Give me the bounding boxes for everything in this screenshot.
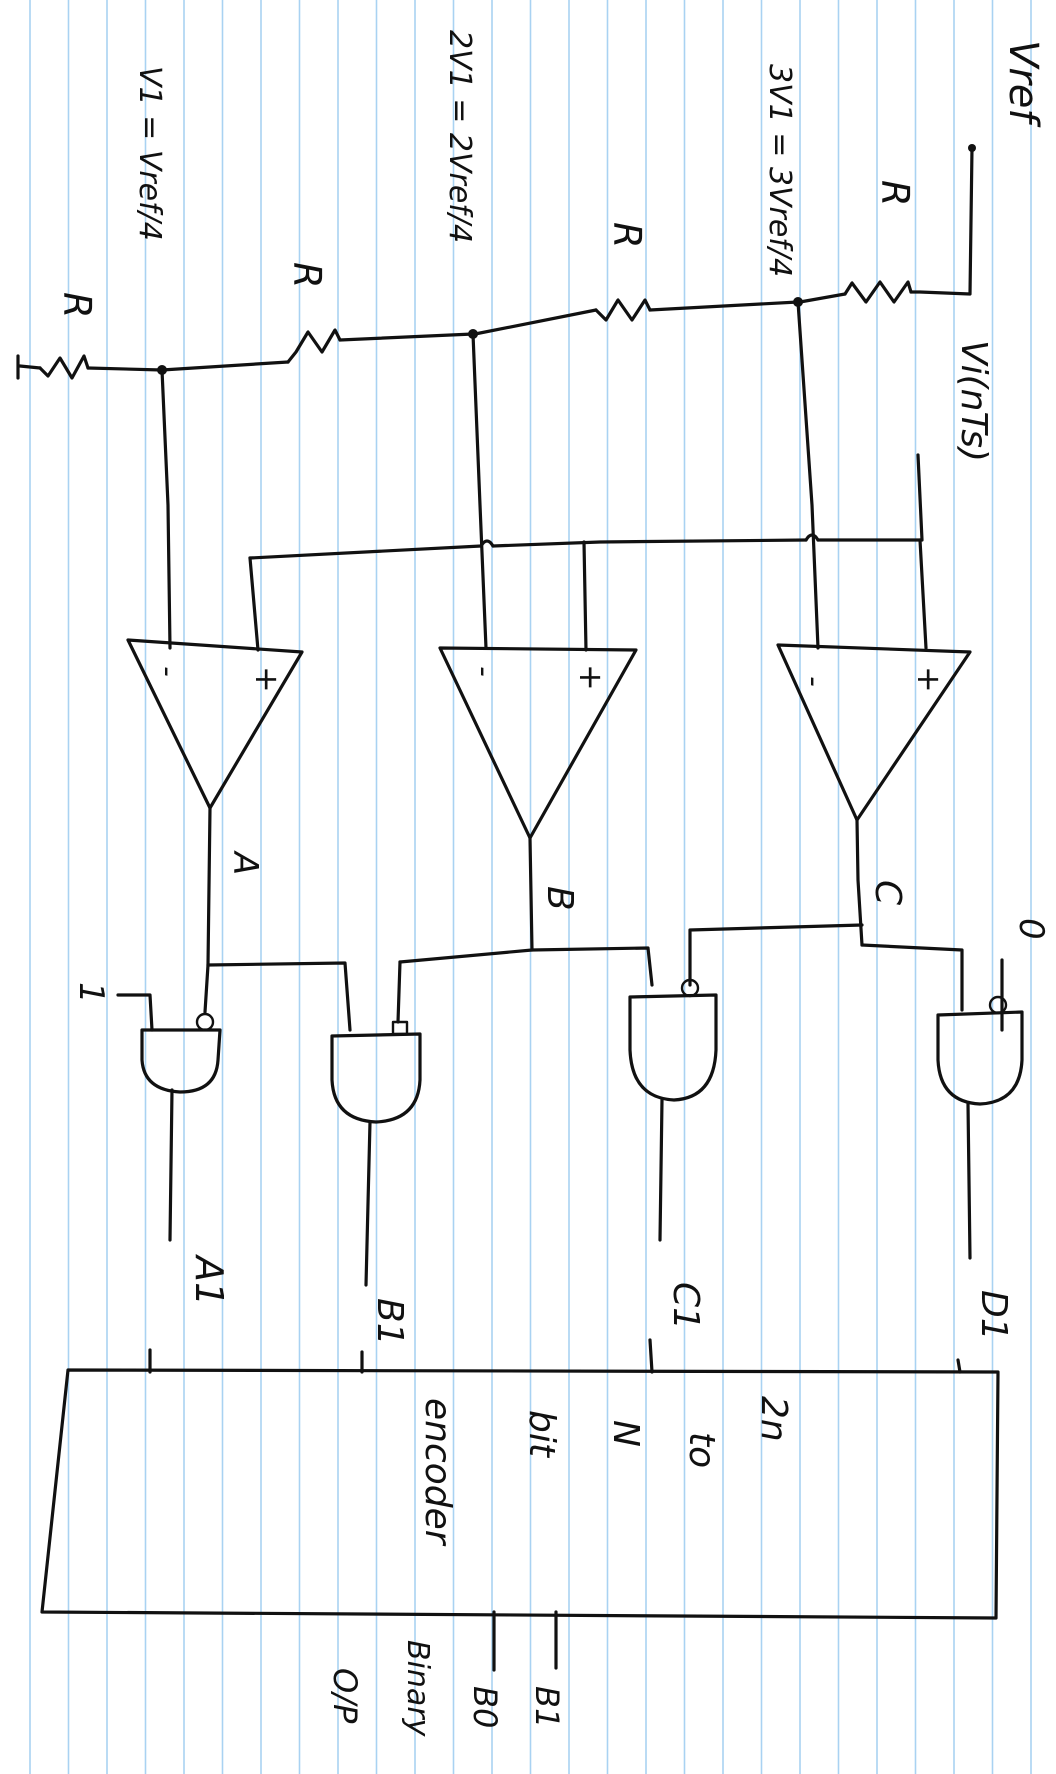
r-2-label: R (605, 222, 649, 248)
tap-wire-a (160, 368, 172, 650)
encoder-text-4: bit (521, 1410, 562, 1459)
gate-wiring (116, 923, 1004, 1032)
gate-out-a-label: A1 (187, 1253, 231, 1306)
ground-terminal (16, 354, 42, 380)
comparator-c-out-label: C (867, 880, 908, 906)
tap-wire-b (471, 332, 488, 650)
resistor-r-3 (286, 328, 342, 364)
const-zero-label: 0 (1011, 918, 1051, 940)
wire-b-to-gates (398, 946, 654, 987)
comparator-b-body (438, 646, 638, 840)
wire-c-to-gate3 (688, 923, 864, 987)
and-gate-4-inverter-bubble (988, 995, 1008, 1015)
and-gate-1-body (140, 1028, 222, 1094)
encoder-text-3: N (605, 1420, 646, 1447)
resistor-ladder (16, 144, 976, 380)
comparator-a-out-label: A (225, 850, 265, 875)
vref-label: Vref (1000, 40, 1046, 128)
and-gate-3-inverter-bubble (680, 978, 700, 998)
reference-taps (160, 300, 820, 650)
level-2-label: 2V1 = 2Vref/4 (442, 30, 477, 243)
and-gate-2-inverter-bubble (391, 1020, 409, 1036)
ladder-wire-2 (648, 300, 800, 312)
ladder-wire-3 (473, 308, 598, 336)
bus-crossover-b (479, 539, 495, 548)
plus-wire-a (248, 556, 260, 652)
comparator-c-output (855, 818, 864, 947)
output-label: O/P (326, 1668, 364, 1724)
encoder-input-stubs (148, 1338, 962, 1374)
and-gate-1-output (168, 1088, 174, 1242)
gate-out-c-label: C1 (665, 1282, 706, 1330)
tap-wire-c (796, 300, 820, 650)
labels: Vref Vi(nTs) R R R R 3V1 = 3Vref/4 2V1 =… (55, 30, 1051, 1738)
comparator-b-output (528, 836, 534, 952)
wire-one-to-gate1 (116, 993, 154, 1032)
comparator-c (776, 643, 972, 947)
comparator-b (438, 646, 638, 952)
comparator-c-minus: - (796, 676, 831, 687)
ladder-wire-6 (86, 366, 164, 372)
resistor-r-2 (594, 298, 652, 322)
comparator-a-output (206, 806, 212, 967)
and-gate-3-output (658, 1098, 664, 1242)
and-gate-4-body (936, 1010, 1024, 1106)
resistor-r-bottom (38, 354, 90, 380)
encoder-text-2: to (681, 1432, 722, 1468)
and-gate-2-output (364, 1120, 372, 1287)
and-gate-2 (330, 1020, 422, 1287)
wire-c-to-gate4 (860, 943, 964, 1012)
comparator-a-body (126, 638, 304, 810)
encoder-output-wires (492, 1610, 558, 1672)
binary-label: Binary (400, 1640, 435, 1738)
r-bottom-label: R (55, 292, 99, 318)
ladder-wire-5 (160, 360, 290, 372)
wire-b-to-gate2 (396, 960, 402, 1024)
wire-a-to-gate1 (203, 963, 210, 1014)
const-one-label: 1 (71, 982, 111, 1004)
encoder-text-5: encoder (417, 1398, 458, 1547)
input-bus (248, 453, 928, 652)
bit-b1-label: B1 (528, 1686, 566, 1728)
resistor-r-top (843, 280, 913, 304)
encoder-outline (40, 1368, 1000, 1620)
vref-terminal (968, 144, 976, 152)
vin-bus-wire (248, 453, 924, 560)
and-gate-4-output (966, 1102, 972, 1260)
wire-a-to-gate2 (206, 961, 352, 1032)
plus-wire-b (582, 540, 588, 652)
plus-wire-c (918, 538, 928, 650)
ladder-wire-1 (798, 292, 847, 304)
level-3-label: 3V1 = 3Vref/4 (762, 64, 797, 277)
bit-b0-label: B0 (466, 1686, 504, 1728)
comparator-a-plus: + (248, 666, 286, 693)
level-1-label: V1 = Vref/4 (132, 66, 167, 241)
r-top-label: R (873, 180, 917, 206)
and-gate-3-body (628, 993, 718, 1102)
and-gate-4 (936, 995, 1024, 1260)
vref-wire (909, 146, 974, 296)
comparator-c-plus: + (910, 666, 948, 693)
ladder-wire-4 (338, 332, 475, 342)
comparator-a (126, 638, 304, 967)
comparator-b-out-label: B (539, 886, 580, 911)
r-3-label: R (285, 262, 329, 288)
comparator-a-minus: - (150, 666, 185, 677)
encoder-text-1: 2n (753, 1396, 794, 1442)
bus-crossover-c (804, 533, 820, 542)
and-gate-3 (628, 978, 718, 1242)
and-gate-2-body (330, 1032, 422, 1124)
and-gate-1 (140, 1012, 222, 1242)
comparator-b-minus: - (466, 666, 501, 677)
gate-out-b-label: B1 (369, 1298, 410, 1346)
and-gate-1-inverter-bubble (195, 1012, 215, 1032)
vin-label: Vi(nTs) (953, 340, 994, 462)
comparator-c-body (776, 643, 972, 822)
encoder-block (40, 1338, 1000, 1672)
gate-out-d-label: D1 (973, 1290, 1014, 1341)
comparator-b-plus: + (572, 664, 610, 691)
